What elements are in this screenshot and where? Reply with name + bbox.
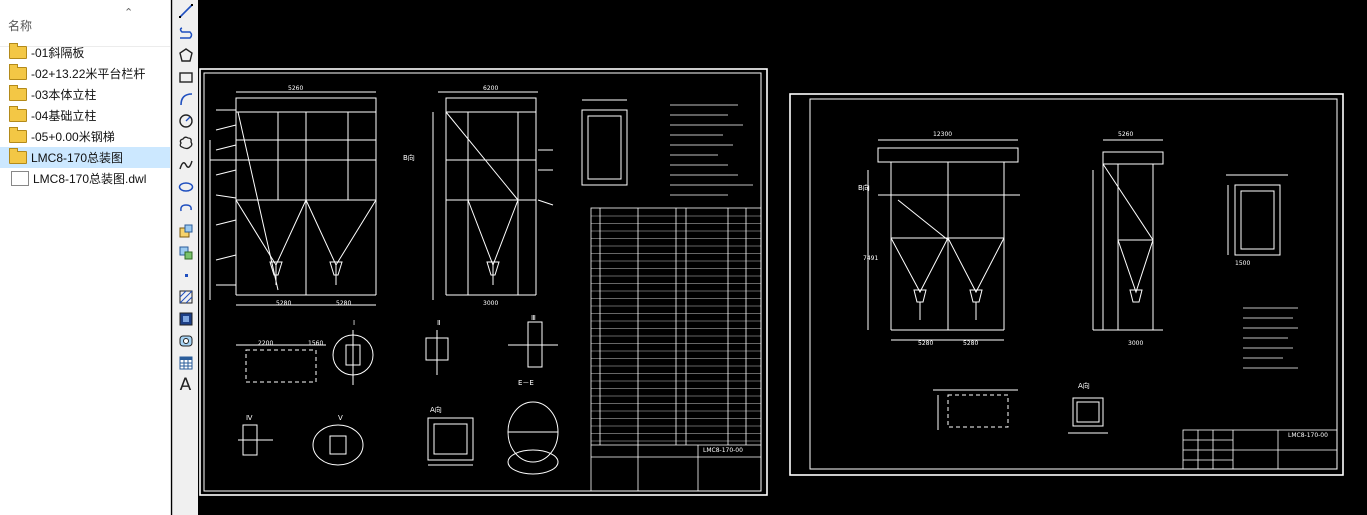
dimension-label: 7491 bbox=[863, 255, 878, 262]
dimension-label: 2200 bbox=[258, 340, 273, 347]
rectangle-icon[interactable] bbox=[173, 66, 198, 88]
section-label: E－E bbox=[518, 379, 534, 387]
section-label: Ⅲ bbox=[531, 314, 536, 322]
polygon-icon[interactable] bbox=[173, 44, 198, 66]
circle-icon[interactable] bbox=[173, 110, 198, 132]
folder-item[interactable]: LMC8-170总装图 bbox=[0, 147, 170, 168]
folder-icon bbox=[9, 64, 27, 80]
section-label: A向 bbox=[1078, 381, 1090, 390]
section-label: Ⅳ bbox=[246, 414, 253, 422]
name-column-header[interactable]: 名称 bbox=[8, 19, 33, 33]
polyline-icon[interactable] bbox=[173, 22, 198, 44]
section-label: Ⅴ bbox=[338, 414, 343, 422]
revision-cloud-icon[interactable] bbox=[173, 132, 198, 154]
multiline-text-icon[interactable]: A bbox=[179, 375, 192, 395]
folder-item[interactable]: -03本体立柱 bbox=[0, 84, 170, 105]
sheet2-side-elevation bbox=[1092, 139, 1164, 331]
section-label: B向 bbox=[858, 183, 870, 192]
make-block-icon[interactable] bbox=[173, 242, 198, 264]
hatch-icon[interactable] bbox=[173, 286, 198, 308]
item-label: LMC8-170总装图.dwl bbox=[33, 172, 147, 186]
item-label: -04基础立柱 bbox=[31, 109, 97, 123]
sheet2-technical-notes bbox=[1243, 307, 1298, 369]
drawing-number: LMC8-170-00 bbox=[1288, 432, 1328, 439]
folder-icon bbox=[9, 127, 27, 143]
folder-item[interactable]: -04基础立柱 bbox=[0, 105, 170, 126]
file-explorer-panel: 名称 ⌃ -01斜隔板-02+13.22米平台栏杆-03本体立柱-04基础立柱-… bbox=[0, 0, 171, 515]
sheet1-side-elevation bbox=[432, 91, 554, 300]
dimension-label: 3000 bbox=[483, 300, 498, 307]
sheet1-main-elevation bbox=[209, 91, 377, 306]
document-icon bbox=[11, 171, 29, 186]
point-icon[interactable] bbox=[173, 264, 198, 286]
insert-block-icon[interactable] bbox=[173, 220, 198, 242]
dimension-label: 3000 bbox=[1128, 340, 1143, 347]
item-label: -02+13.22米平台栏杆 bbox=[31, 67, 146, 81]
dimension-label: 6200 bbox=[483, 85, 498, 92]
draw-toolbar: A bbox=[172, 0, 199, 515]
sheet2-a-view bbox=[1226, 174, 1288, 256]
folder-icon bbox=[9, 43, 27, 59]
folder-item[interactable]: -05+0.00米钢梯 bbox=[0, 126, 170, 147]
dimension-label: 5260 bbox=[1118, 131, 1133, 138]
arc-icon[interactable] bbox=[173, 88, 198, 110]
sheet-1 bbox=[199, 68, 768, 496]
gradient-icon[interactable] bbox=[173, 308, 198, 330]
dimension-label: 1500 bbox=[1235, 260, 1250, 267]
section-label: Ⅰ bbox=[353, 319, 355, 327]
cad-drawing: 5260 6200 5280 5280 3000 2200 1560 Ⅰ Ⅱ Ⅲ Ⅳ Ⅴ E－E A向 B向… bbox=[199, 68, 1344, 496]
sheet-2 bbox=[789, 93, 1344, 476]
dimension-label: 5280 bbox=[918, 340, 933, 347]
sheet2-main-elevation bbox=[867, 139, 1020, 341]
region-icon[interactable] bbox=[173, 330, 198, 352]
dimension-label: 5280 bbox=[276, 300, 291, 307]
sheet2-detail-a bbox=[1068, 397, 1108, 434]
sort-chevron-icon[interactable]: ⌃ bbox=[124, 7, 134, 19]
folder-icon bbox=[9, 85, 27, 101]
drawing-number: LMC8-170-00 bbox=[703, 447, 743, 454]
sheet1-parts-list bbox=[590, 207, 762, 492]
table-icon[interactable] bbox=[173, 352, 198, 374]
spline-icon[interactable] bbox=[173, 154, 198, 176]
drawing-canvas[interactable]: 5260 6200 5280 5280 3000 2200 1560 Ⅰ Ⅱ Ⅲ Ⅳ Ⅴ E－E A向 B向… bbox=[198, 0, 1367, 515]
section-label: Ⅱ bbox=[437, 319, 440, 327]
file-item[interactable]: LMC8-170总装图.dwl bbox=[0, 168, 170, 189]
explorer-header: 名称 ⌃ bbox=[0, 0, 170, 47]
ellipse-icon[interactable] bbox=[173, 176, 198, 198]
dimension-label: 5280 bbox=[963, 340, 978, 347]
dimension-label: 5260 bbox=[288, 85, 303, 92]
item-label: LMC8-170总装图 bbox=[31, 151, 124, 165]
sheet-1-labels: 5260 6200 5280 5280 3000 2200 1560 Ⅰ Ⅱ Ⅲ Ⅳ Ⅴ E－E A向 B向… bbox=[246, 85, 743, 454]
dimension-label: 5280 bbox=[336, 300, 351, 307]
folder-icon bbox=[9, 148, 27, 164]
sheet1-detail-views bbox=[236, 321, 559, 475]
sheet2-title-block bbox=[1182, 429, 1338, 470]
folder-icon bbox=[9, 106, 27, 122]
section-label: A向 bbox=[430, 405, 442, 414]
item-label: -01斜隔板 bbox=[31, 46, 85, 60]
item-label: -03本体立柱 bbox=[31, 88, 97, 102]
folder-item[interactable]: -02+13.22米平台栏杆 bbox=[0, 63, 170, 84]
ellipse-arc-icon[interactable] bbox=[173, 198, 198, 220]
section-label: B向 bbox=[403, 153, 415, 162]
file-list: -01斜隔板 -02+13.22米平台栏杆 -03本体立柱 -04基础立柱 -05+0.… bbox=[0, 42, 170, 189]
folder-item[interactable]: -01斜隔板 bbox=[0, 42, 170, 63]
line-icon[interactable] bbox=[173, 0, 198, 22]
sheet2-foundation-plan bbox=[933, 389, 1018, 430]
dimension-label: 1560 bbox=[308, 340, 323, 347]
sheet1-technical-notes bbox=[670, 104, 753, 196]
dimension-label: 12300 bbox=[933, 131, 952, 138]
item-label: -05+0.00米钢梯 bbox=[31, 130, 115, 144]
